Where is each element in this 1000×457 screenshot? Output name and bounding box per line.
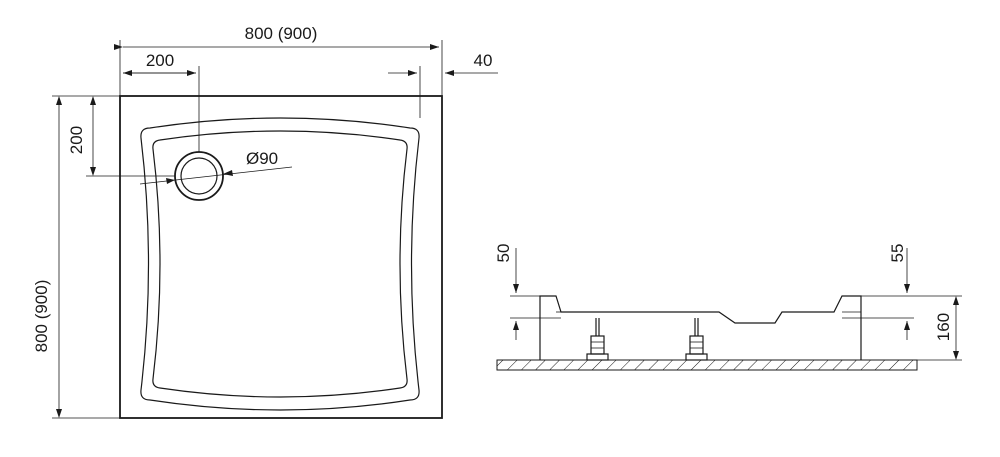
overall-width-label: 800 (900) xyxy=(245,24,318,43)
floor-hatch xyxy=(496,359,918,371)
top-view: 800 (900) 200 40 800 (900) 200 Ø90 xyxy=(32,24,498,419)
basin-outer-edge xyxy=(140,117,420,411)
total-height-label: 160 xyxy=(934,313,953,341)
side-view: 50 55 160 xyxy=(494,244,962,371)
tray-outline xyxy=(119,95,443,419)
support-leg-left xyxy=(586,318,609,361)
drain-offset-y-label: 200 xyxy=(67,126,86,154)
drain-diameter-leader xyxy=(139,166,293,185)
rim-height-right-label: 55 xyxy=(888,244,907,263)
drain-outer-ring xyxy=(174,151,224,201)
drain-offset-x-label: 200 xyxy=(146,51,174,70)
drain-inner-ring xyxy=(180,157,218,195)
support-leg-right xyxy=(685,318,708,361)
overall-height-label: 800 (900) xyxy=(32,280,51,353)
drain-diameter-label: Ø90 xyxy=(246,149,278,168)
rim-width-label: 40 xyxy=(474,51,493,70)
tray-profile xyxy=(539,295,862,360)
basin-inner-edge xyxy=(152,130,408,398)
rim-height-left-label: 50 xyxy=(494,244,513,263)
